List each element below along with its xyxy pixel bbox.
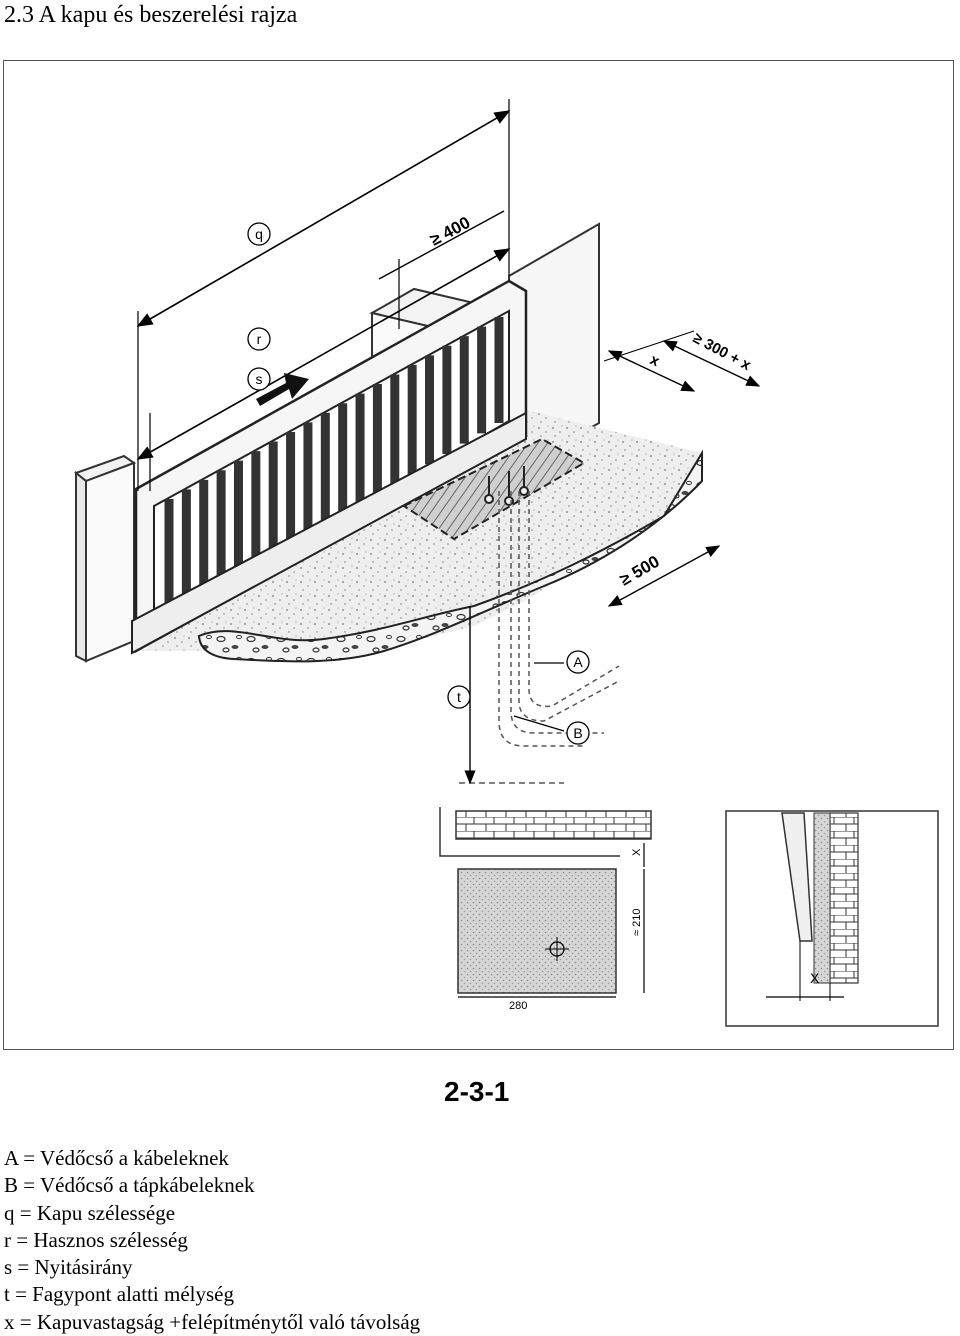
legend-item-q: q = Kapu szélessége [4,1200,176,1225]
opening-direction-arrow [256,373,309,406]
svg-text:r: r [257,331,262,347]
svg-text:s: s [256,371,263,387]
dim-x-label: x [647,351,662,370]
figure-number: 2-3-1 [444,1076,510,1107]
perspective-view: ≥ 400 x ≥ 300 + x ≥ 500 [73,99,761,785]
left-pillar-side [75,470,87,663]
svg-text:B: B [573,725,582,741]
conduit-a2 [518,491,620,722]
conduit-a [498,491,584,747]
callout-s: s [247,367,271,391]
legend-list: A = Védőcső a kábeleknek B = Védőcső a t… [4,1145,420,1336]
legend-item-a: A = Védőcső a kábeleknek [4,1146,229,1170]
stone-foundation-edge [197,449,703,663]
detail-side-gate [781,812,813,942]
detail-side-view: X [725,810,939,1027]
dim-line-r [136,248,511,460]
page-heading: 2.3 A kapu és beszerelési rajza [4,2,298,28]
dim-line-400 [378,210,505,280]
installation-drawing: ≥ 400 x ≥ 300 + x ≥ 500 [3,60,954,1050]
callout-t: t [447,685,471,709]
detail-wall-strip [455,810,652,840]
dim-line-500 [607,545,721,607]
svg-text:t: t [457,689,461,705]
detail-side-brick-wall [829,812,859,984]
detail-x-top-label: X [631,848,643,856]
detail-x-side-label: X [810,970,820,986]
svg-text:q: q [255,226,263,242]
callout-r: r [247,327,271,351]
legend-item-t: t = Fagypont alatti mélység [4,1282,234,1307]
installation-drawing-svg: ≥ 400 x ≥ 300 + x ≥ 500 [73,99,939,1027]
dim-line-300x [662,340,761,387]
callout-b: B [566,721,590,745]
detail-280-label: 280 [509,1000,527,1012]
legend-item-b: B = Védőcső a tápkábeleknek [4,1173,255,1198]
svg-text:A: A [573,654,583,670]
conduit-b2 [528,491,620,708]
legend-item-x: x = Kapuvastagság +felépítménytől való t… [4,1309,421,1334]
detail-foundation-block [457,868,617,994]
callout-q: q [247,222,271,246]
detail-outline [439,807,620,857]
foundation-pit [401,437,586,541]
legend-item-r: r = Hasznos szélesség [4,1227,188,1252]
callout-a: A [566,650,590,674]
detail-side-gravel [813,812,831,984]
left-pillar-front [85,461,135,663]
legend-item-s: s = Nyitásirány [4,1255,133,1280]
detail-side-frame [725,810,939,1027]
dim-500-label: ≥ 500 [617,552,663,590]
detail-210-label: ≈ 210 [631,909,643,936]
dim-400-label: ≥ 400 [427,213,473,250]
detail-top-view: X ≈ 210 280 [439,807,652,1012]
leader-b [513,715,565,732]
conduit-b [510,491,604,734]
dim-300x-label: ≥ 300 + x [690,330,754,375]
ext-line-300 [603,330,695,362]
